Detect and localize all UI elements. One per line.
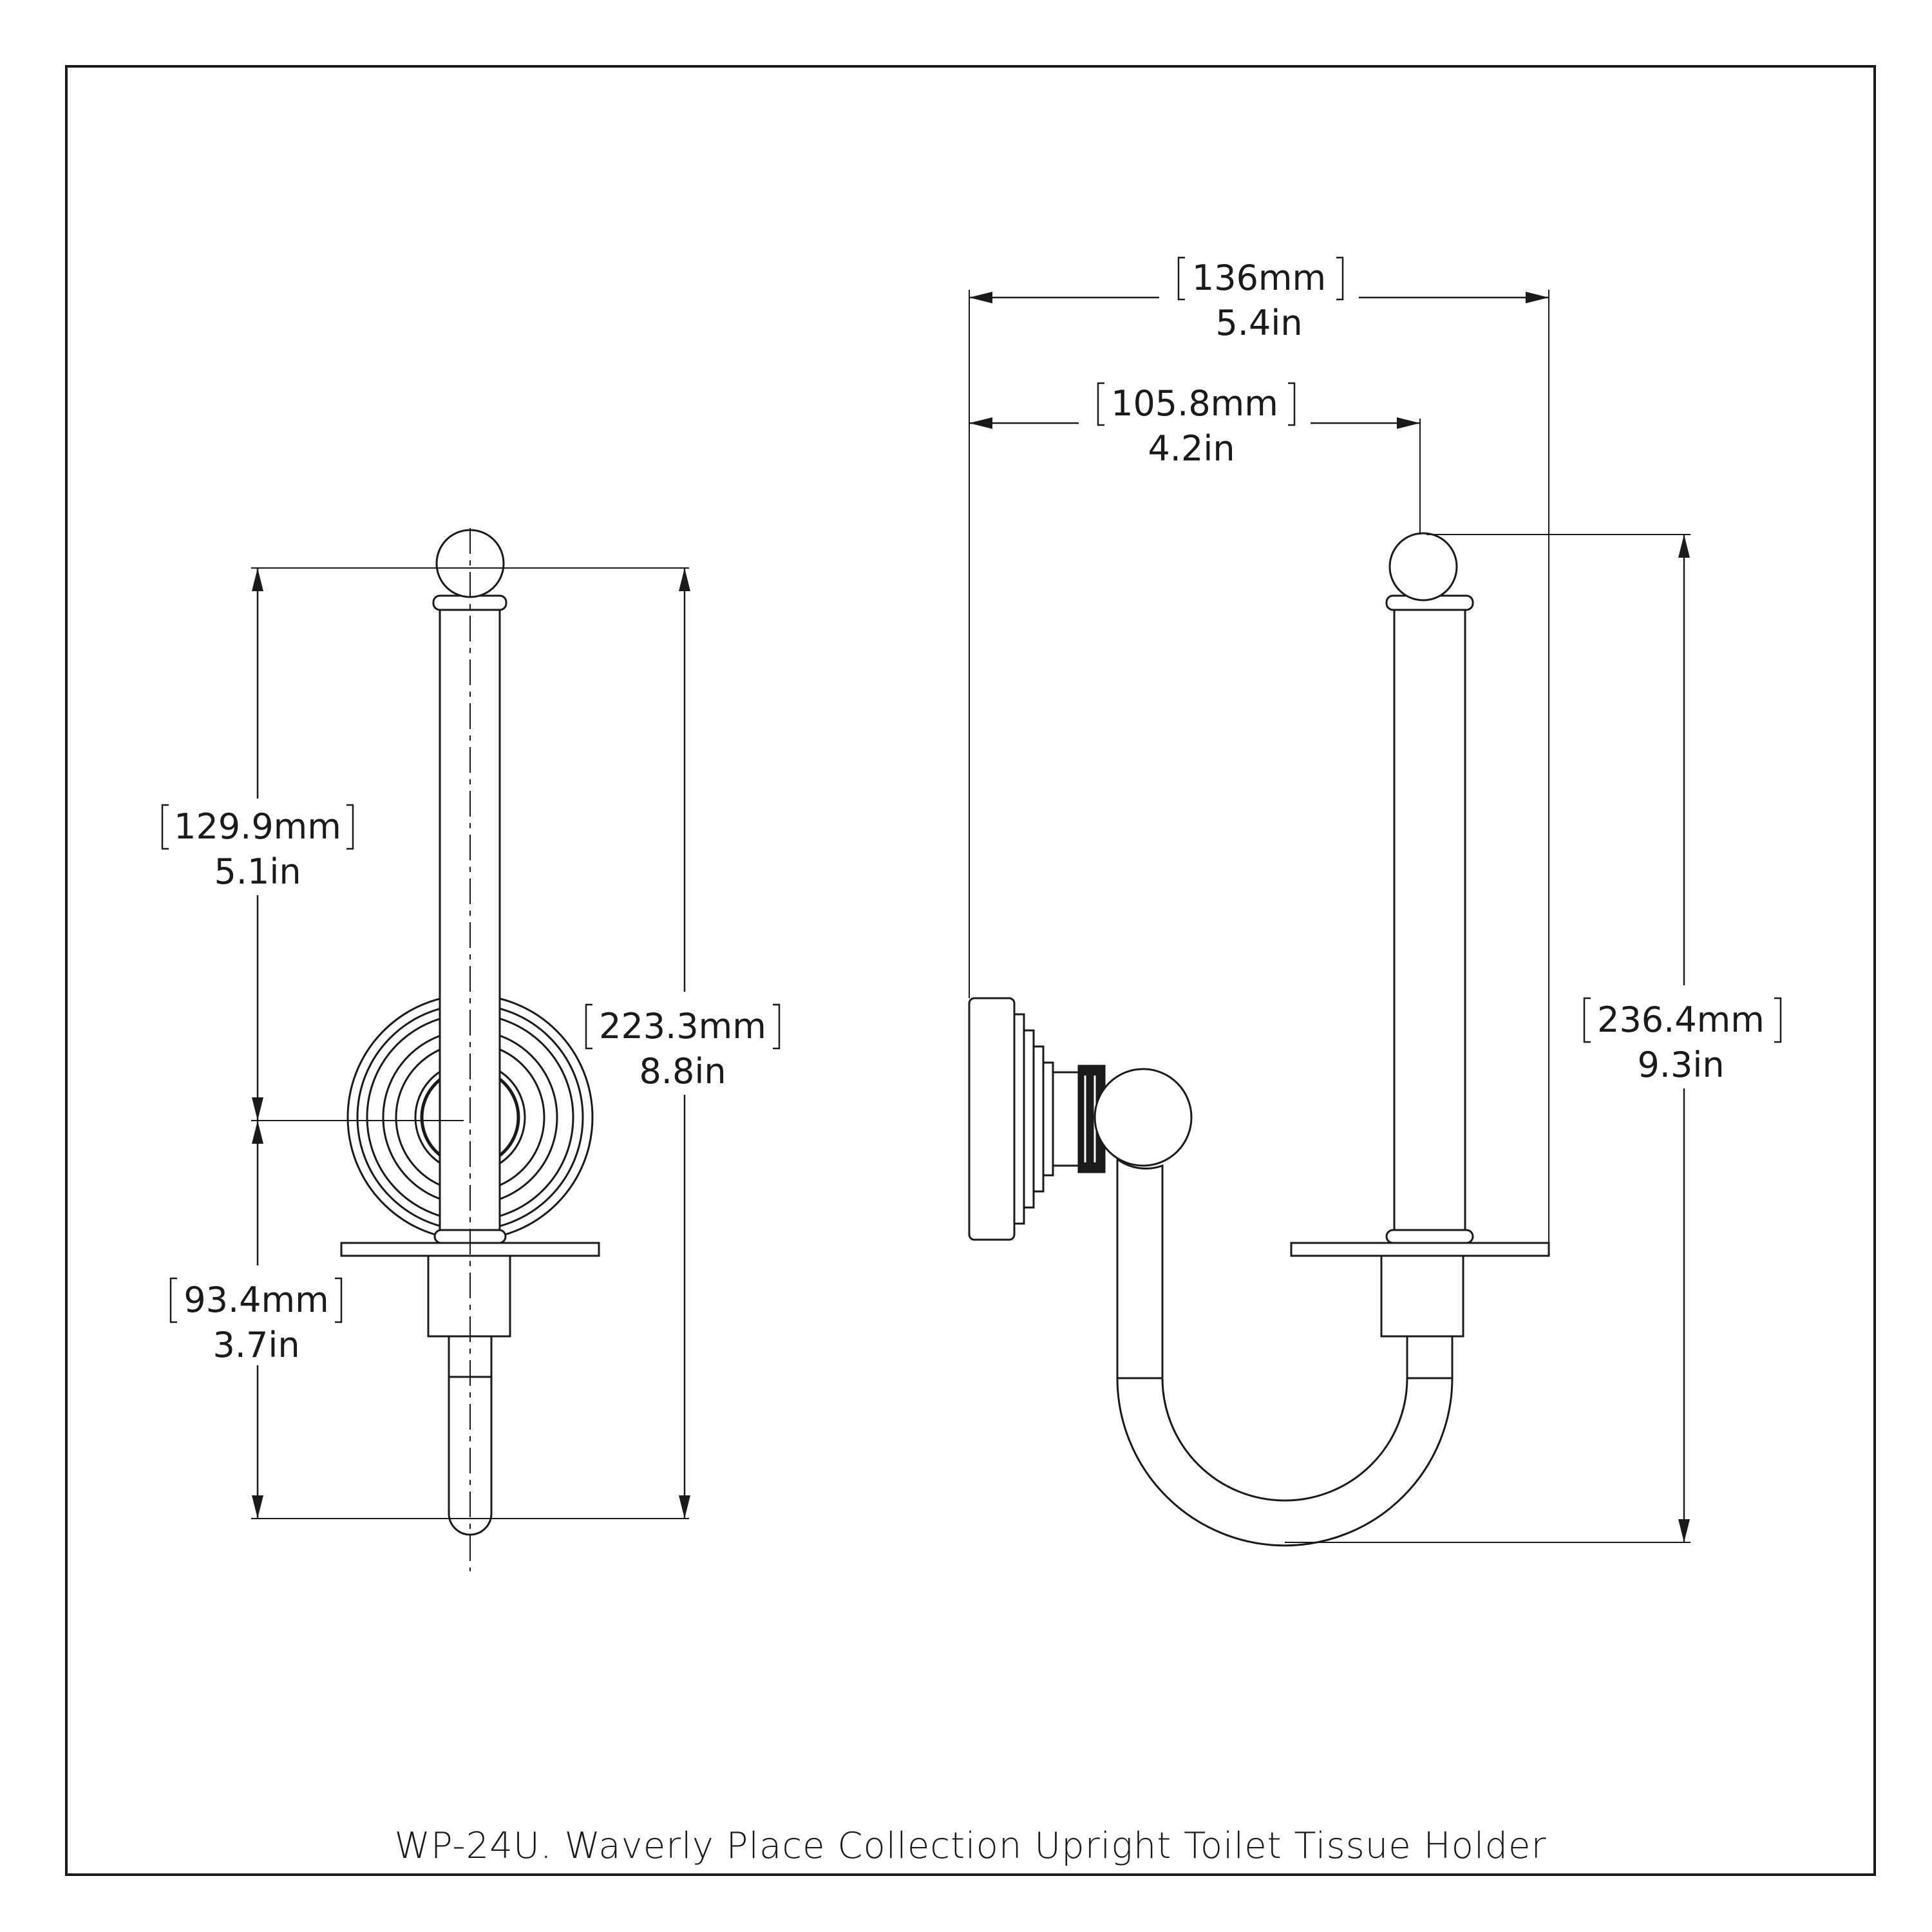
side-dim-offset-in: 4.2in xyxy=(1148,428,1235,469)
side-dim-height-mm: 236.4mm xyxy=(1597,999,1765,1040)
side-dim-overall-width: 136mm 5.4in xyxy=(969,256,1549,343)
side-dim-offset-mm: 105.8mm xyxy=(1111,383,1278,424)
side-dim-overall-height: 236.4mm 9.3in xyxy=(1583,535,1782,1542)
front-lower-rod xyxy=(448,1335,493,1536)
front-view: 129.9mm 5.1in 93.4mm 3.7in 223.3mm 8.8in xyxy=(161,528,781,1571)
side-view: 136mm 5.4in 105.8mm 4.2in 236.4mm 9.3in xyxy=(968,256,1782,1547)
front-dim-lower-in: 3.7in xyxy=(213,1325,299,1365)
front-dim-total-in: 8.8in xyxy=(639,1051,726,1092)
side-j-arm xyxy=(1116,1157,1454,1547)
front-dim-upper: 129.9mm 5.1in xyxy=(161,568,354,1121)
front-dim-total: 223.3mm 8.8in xyxy=(585,568,781,1519)
side-ball-joint xyxy=(1094,1068,1193,1167)
front-dim-total-mm: 223.3mm xyxy=(599,1006,766,1046)
side-lower-sleeve xyxy=(1380,1255,1464,1338)
side-post xyxy=(1385,532,1474,1244)
side-dim-height-in: 9.3in xyxy=(1637,1045,1724,1085)
side-dim-post-offset: 105.8mm 4.2in xyxy=(969,382,1420,469)
side-base-plate xyxy=(1290,1242,1550,1257)
side-wall-flange xyxy=(968,997,1106,1241)
front-dim-lower-mm: 93.4mm xyxy=(184,1280,328,1320)
front-dim-lower: 93.4mm 3.7in xyxy=(169,1121,343,1519)
front-dim-upper-in: 5.1in xyxy=(214,851,301,892)
drawing-caption: WP-24U. Waverly Place Collection Upright… xyxy=(394,1825,1546,1867)
drawing-border xyxy=(65,65,1876,1876)
front-dim-upper-mm: 129.9mm xyxy=(174,806,341,847)
front-lower-sleeve xyxy=(427,1255,511,1338)
side-dim-width-mm: 136mm xyxy=(1192,258,1326,298)
side-dim-width-in: 5.4in xyxy=(1215,303,1302,343)
